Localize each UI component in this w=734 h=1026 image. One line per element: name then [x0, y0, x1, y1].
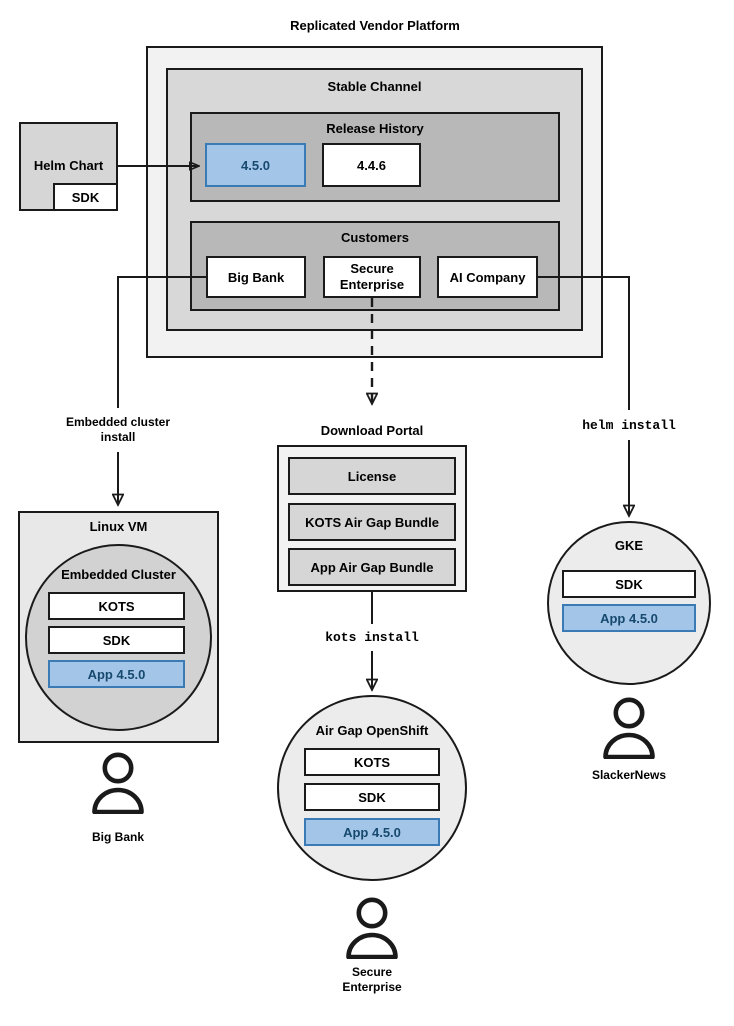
release-4-4-6[interactable]: 4.4.6 [322, 143, 421, 187]
gke-component-app[interactable]: App 4.5.0 [562, 604, 696, 632]
openshift-component-app[interactable]: App 4.5.0 [304, 818, 440, 846]
actor-big-bank-icon [88, 752, 148, 815]
release-history-title: Release History [326, 121, 424, 136]
edge-label-helm-install: helm install [582, 418, 676, 433]
download-portal-title: Download Portal [320, 423, 424, 438]
helm-chart-label: Helm Chart [33, 158, 104, 173]
page-title: Replicated Vendor Platform [290, 18, 460, 33]
actor-secure-enterprise-label: Secure Enterprise [342, 965, 402, 994]
actor-slackernews-icon [599, 697, 659, 760]
portal-artifact-license[interactable]: License [288, 457, 456, 495]
linux-vm-component-sdk[interactable]: SDK [48, 626, 185, 654]
gke-component-sdk[interactable]: SDK [562, 570, 696, 598]
actor-secure-enterprise-icon [342, 897, 402, 960]
edge-label-embedded-install: Embedded cluster install [65, 415, 171, 444]
edge-label-kots-install: kots install [325, 630, 419, 645]
openshift-component-sdk[interactable]: SDK [304, 783, 440, 811]
portal-artifact-app-air-gap-bundle[interactable]: App Air Gap Bundle [288, 548, 456, 586]
embedded-cluster-title: Embedded Cluster [61, 567, 176, 582]
portal-artifact-kots-air-gap-bundle[interactable]: KOTS Air Gap Bundle [288, 503, 456, 541]
actor-slackernews-label: SlackerNews [591, 768, 667, 782]
customer-big-bank[interactable]: Big Bank [206, 256, 306, 298]
customers-title: Customers [341, 230, 409, 245]
gke-circle [547, 521, 711, 685]
customer-ai-company[interactable]: AI Company [437, 256, 538, 298]
helm-chart-sdk-box[interactable]: SDK [53, 183, 118, 211]
gke-title: GKE [614, 538, 644, 553]
customer-secure-enterprise[interactable]: Secure Enterprise [323, 256, 421, 298]
release-4-5-0[interactable]: 4.5.0 [205, 143, 306, 187]
linux-vm-component-kots[interactable]: KOTS [48, 592, 185, 620]
stable-channel-title: Stable Channel [327, 79, 422, 94]
air-gap-openshift-title: Air Gap OpenShift [315, 723, 429, 738]
linux-vm-title: Linux VM [89, 519, 148, 534]
openshift-component-kots[interactable]: KOTS [304, 748, 440, 776]
actor-big-bank-label: Big Bank [91, 830, 144, 844]
linux-vm-component-app[interactable]: App 4.5.0 [48, 660, 185, 688]
